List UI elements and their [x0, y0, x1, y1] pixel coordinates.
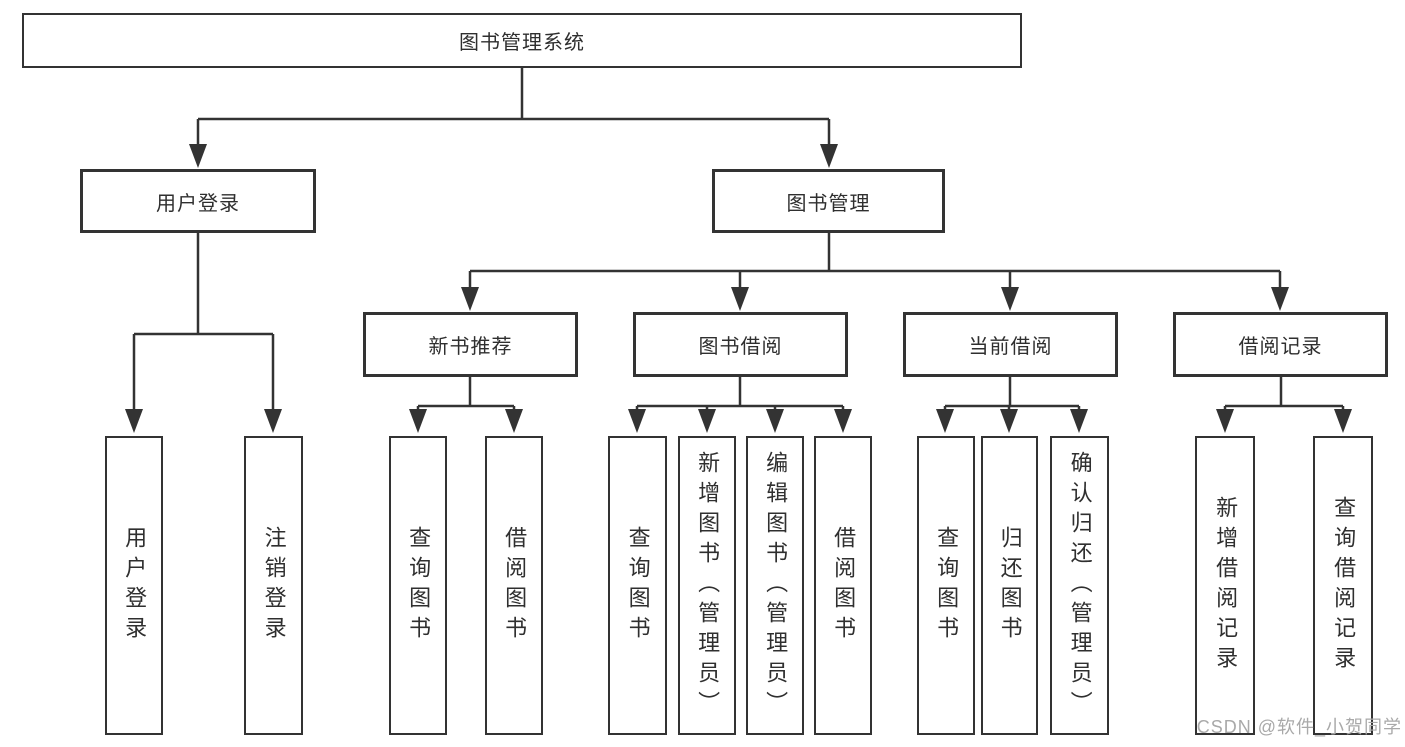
- node-label: 用户登录: [156, 192, 240, 215]
- arrowhead: [1000, 409, 1018, 433]
- arrowhead: [731, 287, 749, 311]
- node-label: 新增图书（管理员）: [695, 450, 721, 721]
- node-label: 图书管理系统: [459, 32, 585, 54]
- node-label: 确认归还（管理员）: [1067, 450, 1093, 721]
- arrowhead: [766, 409, 784, 433]
- leaf-return-book: 归还图书: [981, 436, 1038, 735]
- leaf-borrow-book-2: 借阅图书: [814, 436, 872, 735]
- leaf-query-book-3: 查询图书: [917, 436, 975, 735]
- arrowhead: [1334, 409, 1352, 433]
- arrowhead: [1271, 287, 1289, 311]
- borrow-record-connector: [1216, 377, 1352, 433]
- arrowhead: [820, 144, 838, 168]
- node-user-login: 用户登录: [80, 169, 316, 233]
- node-label: 注销登录: [261, 525, 287, 646]
- node-label: 查询图书: [934, 525, 960, 646]
- node-label: 借阅图书: [831, 525, 857, 646]
- leaf-query-book-1: 查询图书: [389, 436, 447, 735]
- book-borrow-connector: [628, 377, 852, 433]
- node-book-borrow: 图书借阅: [633, 312, 848, 377]
- node-label: 归还图书: [997, 525, 1023, 646]
- leaf-borrow-book-1: 借阅图书: [485, 436, 543, 735]
- root-connector: [189, 68, 838, 168]
- node-new-book-recommend: 新书推荐: [363, 312, 578, 377]
- leaf-add-borrow-record: 新增借阅记录: [1195, 436, 1255, 735]
- leaf-query-borrow-record: 查询借阅记录: [1313, 436, 1373, 735]
- arrowhead: [1216, 409, 1234, 433]
- node-book-management: 图书管理: [712, 169, 945, 233]
- node-label: 查询图书: [406, 525, 432, 646]
- node-borrow-record: 借阅记录: [1173, 312, 1388, 377]
- node-label: 编辑图书（管理员）: [763, 450, 789, 721]
- arrowhead: [1070, 409, 1088, 433]
- arrowhead: [1001, 287, 1019, 311]
- node-label: 图书管理: [786, 192, 871, 215]
- node-label: 查询借阅记录: [1331, 495, 1357, 676]
- node-current-borrow: 当前借阅: [903, 312, 1118, 377]
- arrowhead: [409, 409, 427, 433]
- leaf-edit-book-admin: 编辑图书（管理员）: [746, 436, 804, 735]
- arrowhead: [628, 409, 646, 433]
- leaf-confirm-return-admin: 确认归还（管理员）: [1050, 436, 1109, 735]
- leaf-logout: 注销登录: [244, 436, 303, 735]
- arrowhead: [189, 144, 207, 168]
- node-label: 新书推荐: [428, 336, 513, 358]
- node-label: 当前借阅: [968, 336, 1053, 358]
- node-library-management-system: 图书管理系统: [22, 13, 1022, 68]
- arrowhead: [834, 409, 852, 433]
- arrowhead: [936, 409, 954, 433]
- node-label: 新增借阅记录: [1213, 495, 1239, 676]
- node-label: 借阅图书: [502, 525, 528, 646]
- user-login-connector: [125, 233, 282, 433]
- csdn-watermark: CSDN @软件_小贺同学: [1196, 717, 1402, 737]
- arrowhead: [505, 409, 523, 433]
- arrowhead: [264, 409, 282, 433]
- new-book-recommend-connector: [409, 377, 523, 433]
- book-management-connector: [461, 233, 1289, 311]
- leaf-query-book-2: 查询图书: [608, 436, 667, 735]
- leaf-user-login: 用户登录: [105, 436, 163, 735]
- arrowhead: [461, 287, 479, 311]
- leaf-add-book-admin: 新增图书（管理员）: [678, 436, 736, 735]
- current-borrow-connector: [936, 377, 1088, 433]
- arrowhead: [125, 409, 143, 433]
- node-label: 查询图书: [625, 525, 651, 646]
- node-label: 用户登录: [122, 525, 148, 646]
- node-label: 借阅记录: [1238, 336, 1323, 358]
- node-label: 图书借阅: [698, 336, 783, 358]
- arrowhead: [698, 409, 716, 433]
